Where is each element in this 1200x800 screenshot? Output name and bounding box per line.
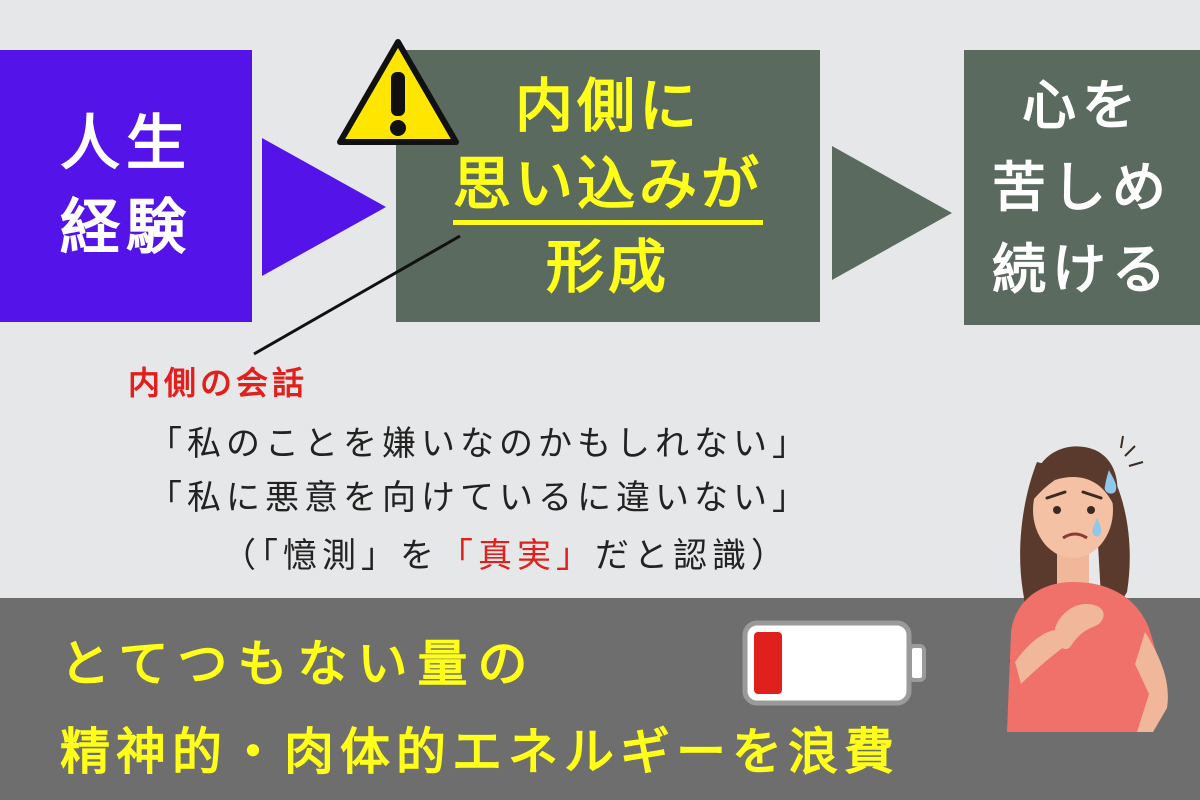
- bottom-text-line-2: 精神的・肉体的エネルギーを浪費: [60, 723, 900, 781]
- warning-icon: [337, 39, 459, 145]
- bottom-text-line-1: とてつもない量の: [60, 635, 538, 693]
- box-belief-line3: 形成: [545, 232, 670, 301]
- quote-line-3-suffix: だと認識）: [595, 536, 790, 576]
- battery-level-fill: [754, 632, 782, 694]
- quote-line-1: 「私のことを嫌いなのかもしれない」: [148, 424, 811, 464]
- worried-woman-illustration: [1007, 435, 1168, 732]
- quote-line-3-highlight: 「真実」: [439, 536, 595, 576]
- callout-title: 内側の会話: [128, 364, 309, 402]
- box-life-experience-line1: 人生: [60, 109, 192, 179]
- box-keeps-hurting: 心を 苦しめ 続ける: [964, 50, 1200, 325]
- box-result-line1: 心を: [1022, 73, 1142, 137]
- box-result-line2: 苦しめ: [992, 155, 1172, 219]
- quote-line-2: 「私に悪意を向けているに違いない」: [148, 478, 811, 518]
- box-life-experience-line2: 経験: [60, 193, 192, 263]
- quote-line-3-prefix: （「憶測」を: [222, 536, 439, 576]
- bottom-band: [0, 598, 1200, 800]
- box-belief-line2: 思い込みが: [452, 148, 763, 225]
- box-result-line3: 続ける: [992, 237, 1172, 301]
- arrow-right-icon-1: [262, 138, 386, 276]
- arrow-right-icon-2: [832, 146, 952, 280]
- battery-low-icon: [742, 620, 926, 706]
- quote-line-3: （「憶測」を「真実」だと認識）: [222, 528, 790, 577]
- box-life-experience: 人生 経験: [0, 50, 252, 322]
- box-belief-formed: 内側に 思い込みが 形成: [396, 50, 820, 322]
- box-belief-line1: 内側に: [514, 71, 701, 140]
